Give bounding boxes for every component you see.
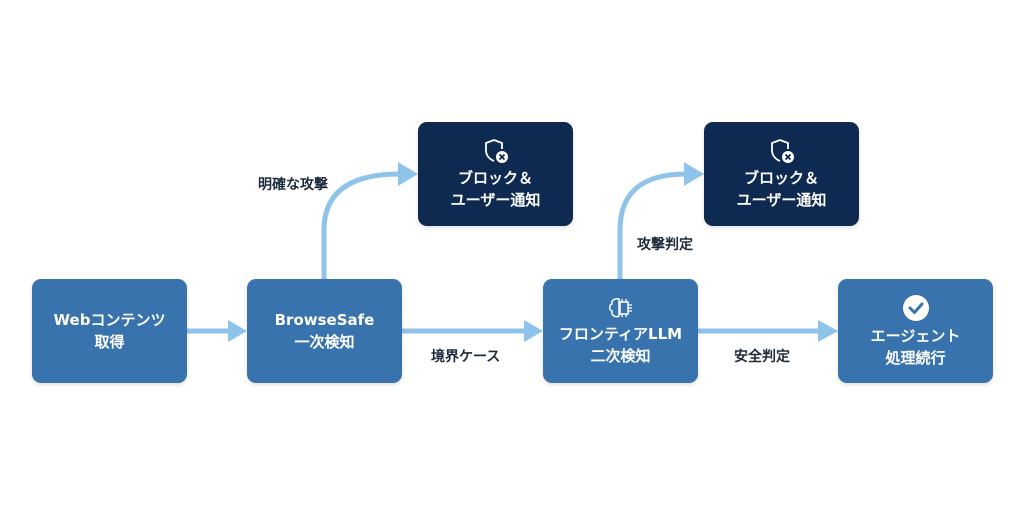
node-line2: 一次検知 [294,333,355,351]
edge-label-clear-attack: 明確な攻撃 [258,177,328,193]
arrow-llm-to-block [617,171,687,279]
node-browsesafe: BrowseSafe 一次検知 [247,279,402,383]
node-line2: ユーザー通知 [736,190,827,209]
arrow-browsesafe-to-block [321,171,401,279]
node-line1: ブロック＆ [743,168,819,187]
check-circle-icon [902,294,929,321]
node-block-notify-1: ブロック＆ ユーザー通知 [418,122,573,226]
node-frontier-llm: フロンティアLLM 二次検知 [543,279,698,383]
edge-label-boundary-case: 境界ケース [431,349,501,365]
node-line2: 処理続行 [885,348,946,367]
node-line2: ユーザー通知 [450,190,541,209]
edge-label-safe-judgment: 安全判定 [734,349,790,365]
node-line1: BrowseSafe [274,311,375,329]
node-agent-continue: エージェント 処理続行 [838,279,993,383]
node-line2: 二次検知 [590,346,651,365]
node-line1: ブロック＆ [457,168,533,187]
edge-label-attack-judgment: 攻撃判定 [637,237,693,253]
brain-chip-icon [608,297,632,317]
node-line1: Webコンテンツ [53,311,166,329]
node-web-content: Webコンテンツ 取得 [32,279,187,383]
node-line1: フロンティアLLM [558,324,683,343]
shield-x-icon [484,138,508,163]
shield-x-icon [770,138,794,163]
node-block-notify-2: ブロック＆ ユーザー通知 [704,122,859,226]
node-line2: 取得 [94,333,125,351]
node-line1: エージェント [870,326,961,345]
